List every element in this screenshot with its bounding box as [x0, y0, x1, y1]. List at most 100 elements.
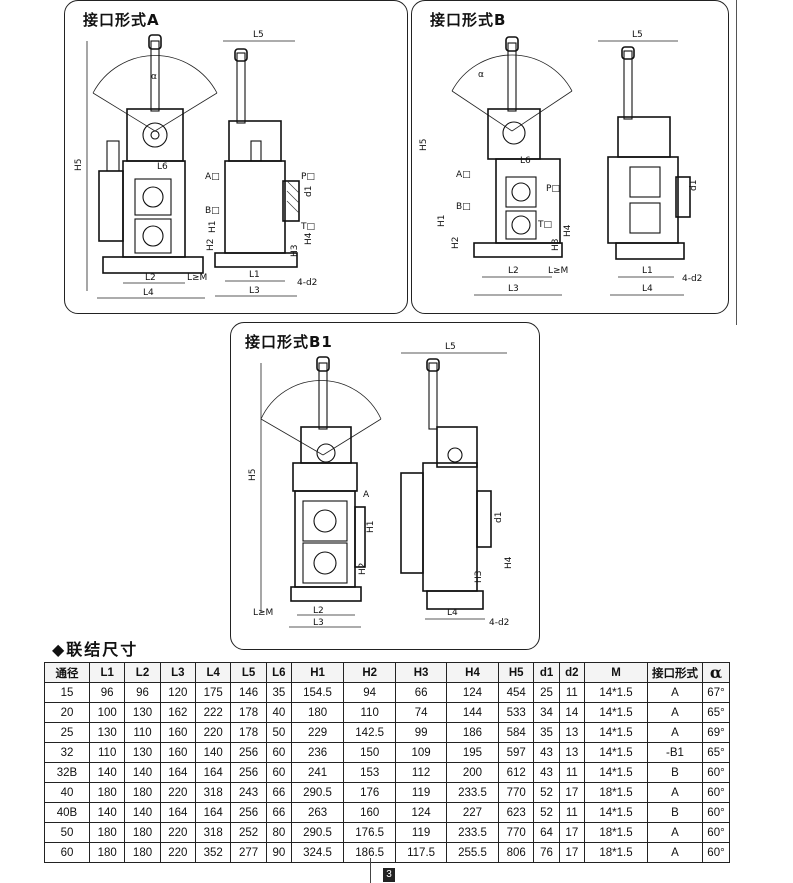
page-number: 3 — [383, 868, 395, 882]
col-header: M — [584, 662, 648, 683]
dimension-table: 通径 L1 L2 L3 L4 L5 L6 H1 H2 H3 H4 H5 d1 d… — [44, 662, 730, 863]
table-cell: A — [647, 702, 703, 723]
table-cell: B — [647, 802, 703, 823]
panel-interface-b: 接口形式B α H5 A□ B□ P□ T□ L6 H1 H2 H3 — [411, 0, 729, 314]
table-cell: 352 — [195, 842, 232, 863]
l5-label-b: L5 — [632, 30, 643, 40]
alpha-label-b: α — [478, 70, 484, 80]
table-cell: 180 — [290, 702, 345, 723]
table-cell: 164 — [195, 802, 232, 823]
d2-label-b: 4-d2 — [682, 274, 702, 284]
h4-label-b1: H4 — [504, 556, 514, 569]
table-cell: 220 — [159, 782, 197, 803]
table-cell: 15 — [44, 682, 90, 703]
table-cell: 290.5 — [290, 822, 345, 843]
table-cell: 60° — [702, 842, 730, 863]
p-port-label-b: P□ — [546, 184, 560, 194]
t-port-label-b: T□ — [537, 220, 552, 230]
a-port-label: A□ — [205, 172, 220, 182]
col-header: H1 — [290, 662, 345, 683]
side-view-a: L5 A□ B□ P□ T□ d1 H1 H2 H3 H4 L1 L3 4-d2 — [205, 30, 317, 297]
table-cell: 612 — [498, 762, 535, 783]
d2-label-a: 4-d2 — [297, 278, 317, 288]
table-cell: 290.5 — [290, 782, 345, 803]
col-header: L6 — [265, 662, 292, 683]
h2-label-b: H2 — [451, 237, 461, 250]
d2-label-b1: 4-d2 — [489, 618, 509, 628]
table-cell: 11 — [558, 682, 586, 703]
table-cell: 17 — [558, 782, 586, 803]
table-cell: 60 — [44, 842, 90, 863]
table-cell: 110 — [343, 702, 397, 723]
table-cell: 175 — [195, 682, 232, 703]
table-cell: 18*1.5 — [584, 822, 648, 843]
table-cell: 65° — [702, 742, 730, 763]
table-cell: 140 — [195, 742, 232, 763]
d1-label-b: d1 — [689, 180, 699, 191]
table-cell: 50 — [44, 822, 90, 843]
page-edge-line — [736, 0, 737, 325]
col-header: L1 — [88, 662, 126, 683]
h4-label-b: H4 — [563, 224, 573, 237]
table-cell: 160 — [159, 742, 197, 763]
panel-b-title: 接口形式B — [430, 11, 507, 29]
table-cell: 40 — [265, 702, 292, 723]
table-cell: 220 — [159, 842, 197, 863]
table-cell: A — [647, 682, 703, 703]
table-cell: 119 — [395, 782, 447, 803]
panel-b1-title: 接口形式B1 — [245, 333, 333, 351]
l4-label-a: L4 — [143, 288, 154, 298]
table-cell: 74 — [395, 702, 447, 723]
table-cell: 252 — [230, 822, 267, 843]
table-cell: 164 — [159, 762, 197, 783]
table-cell: 40 — [44, 782, 90, 803]
table-cell: 100 — [88, 702, 126, 723]
side-view-b: L5 d1 L1 L4 4-d2 — [598, 30, 702, 296]
table-cell: 140 — [124, 802, 161, 823]
col-header: H2 — [343, 662, 397, 683]
t-port-label: T□ — [300, 222, 315, 232]
drawing-interface-b: α H5 A□ B□ P□ T□ L6 H1 H2 H3 H4 L2 L3 — [419, 30, 702, 296]
table-cell: 120 — [159, 682, 197, 703]
divider-line — [370, 858, 371, 883]
table-cell: 263 — [290, 802, 345, 823]
h2-label-a: H2 — [206, 239, 216, 252]
table-cell: 35 — [265, 682, 292, 703]
table-cell: A — [647, 722, 703, 743]
table-cell: 222 — [195, 702, 232, 723]
table-cell: 80 — [265, 822, 292, 843]
table-cell: 60° — [702, 822, 730, 843]
col-header: d1 — [533, 662, 560, 683]
table-cell: 164 — [195, 762, 232, 783]
l2-label-b1: L2 — [313, 606, 324, 616]
table-cell: 241 — [290, 762, 345, 783]
table-cell: 17 — [558, 842, 586, 863]
col-header: H3 — [395, 662, 447, 683]
connection-dimensions-title: ◆联结尺寸 — [52, 640, 139, 659]
l2-label-b: L2 — [508, 266, 519, 276]
table-cell: 32 — [44, 742, 90, 763]
table-cell: 14*1.5 — [584, 802, 648, 823]
table-cell: A — [647, 822, 703, 843]
col-header: L4 — [195, 662, 232, 683]
table-cell: 60 — [265, 742, 292, 763]
table-cell: 66 — [265, 782, 292, 803]
h5-label-b: H5 — [419, 139, 429, 152]
table-cell: 160 — [343, 802, 397, 823]
table-cell: 60° — [702, 782, 730, 803]
table-cell: 110 — [88, 742, 126, 763]
h3-label-b: H3 — [551, 239, 561, 252]
table-cell: 324.5 — [290, 842, 345, 863]
table-cell: 14*1.5 — [584, 722, 648, 743]
table-cell: 34 — [533, 702, 560, 723]
table-cell: 140 — [88, 802, 126, 823]
l4-label-b: L4 — [642, 284, 653, 294]
drawing-interface-a: α H5 L6 L2 L4 L≥M L5 — [74, 30, 317, 299]
table-cell: 770 — [498, 782, 535, 803]
table-cell: 180 — [124, 782, 161, 803]
lm-label-b: L≥M — [548, 266, 568, 276]
table-cell: 52 — [533, 802, 560, 823]
lm-label-b1: L≥M — [253, 608, 273, 618]
